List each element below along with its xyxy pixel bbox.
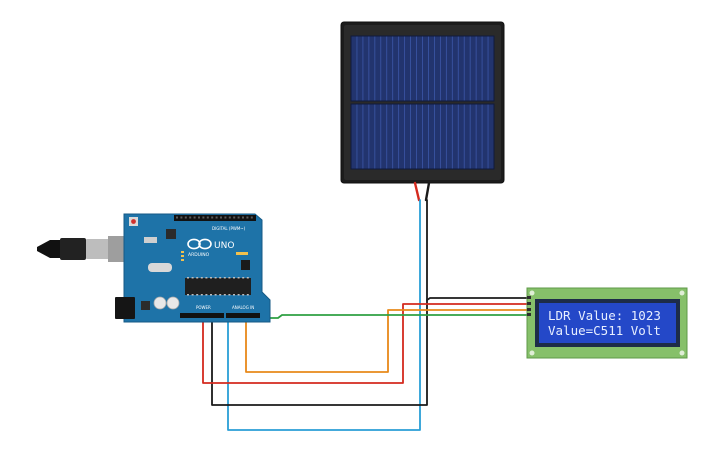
wire-black[interactable] bbox=[211, 199, 428, 406]
digital-header[interactable] bbox=[174, 215, 256, 221]
model-label: UNO bbox=[214, 241, 234, 251]
lcd-line-2: Value=C511 Volt bbox=[548, 323, 661, 338]
panel-cell-gridlines bbox=[356, 36, 489, 169]
usb-chip bbox=[166, 229, 176, 239]
capacitor-1 bbox=[153, 296, 167, 310]
power-jack[interactable] bbox=[115, 297, 135, 319]
lcd-16x2-display[interactable]: LDR Value: 1023 Value=C511 Volt bbox=[526, 287, 688, 359]
wire-red[interactable] bbox=[202, 303, 529, 384]
power-header[interactable] bbox=[180, 313, 224, 318]
wire-black-lcd[interactable] bbox=[426, 297, 529, 301]
panel-lead-red[interactable] bbox=[413, 181, 421, 202]
lcd-screen bbox=[539, 303, 676, 343]
wires bbox=[202, 181, 529, 431]
analog-label: ANALOG IN bbox=[232, 305, 254, 310]
wire-green[interactable] bbox=[257, 314, 529, 319]
lcd-i2c-pins[interactable] bbox=[527, 296, 531, 316]
power-label: POWER bbox=[196, 305, 211, 310]
atmega-chip bbox=[185, 278, 251, 295]
usb-cable[interactable] bbox=[37, 236, 124, 262]
digital-header-label: DIGITAL (PWM~) bbox=[212, 226, 246, 231]
brand-label: ARDUINO bbox=[188, 252, 210, 258]
panel-lead-black[interactable] bbox=[424, 181, 431, 202]
capacitor-2 bbox=[166, 296, 180, 310]
analog-header[interactable] bbox=[226, 313, 260, 318]
wire-orange[interactable] bbox=[245, 309, 529, 373]
crystal bbox=[144, 237, 157, 243]
solar-panel[interactable] bbox=[340, 21, 505, 184]
lcd-line-1: LDR Value: 1023 bbox=[548, 308, 661, 323]
oscillator bbox=[148, 263, 172, 272]
arduino-uno-board[interactable]: DIGITAL (PWM~) UNO ARDUINO POWER ANALOG bbox=[37, 213, 271, 323]
arduino-logo bbox=[187, 238, 212, 250]
